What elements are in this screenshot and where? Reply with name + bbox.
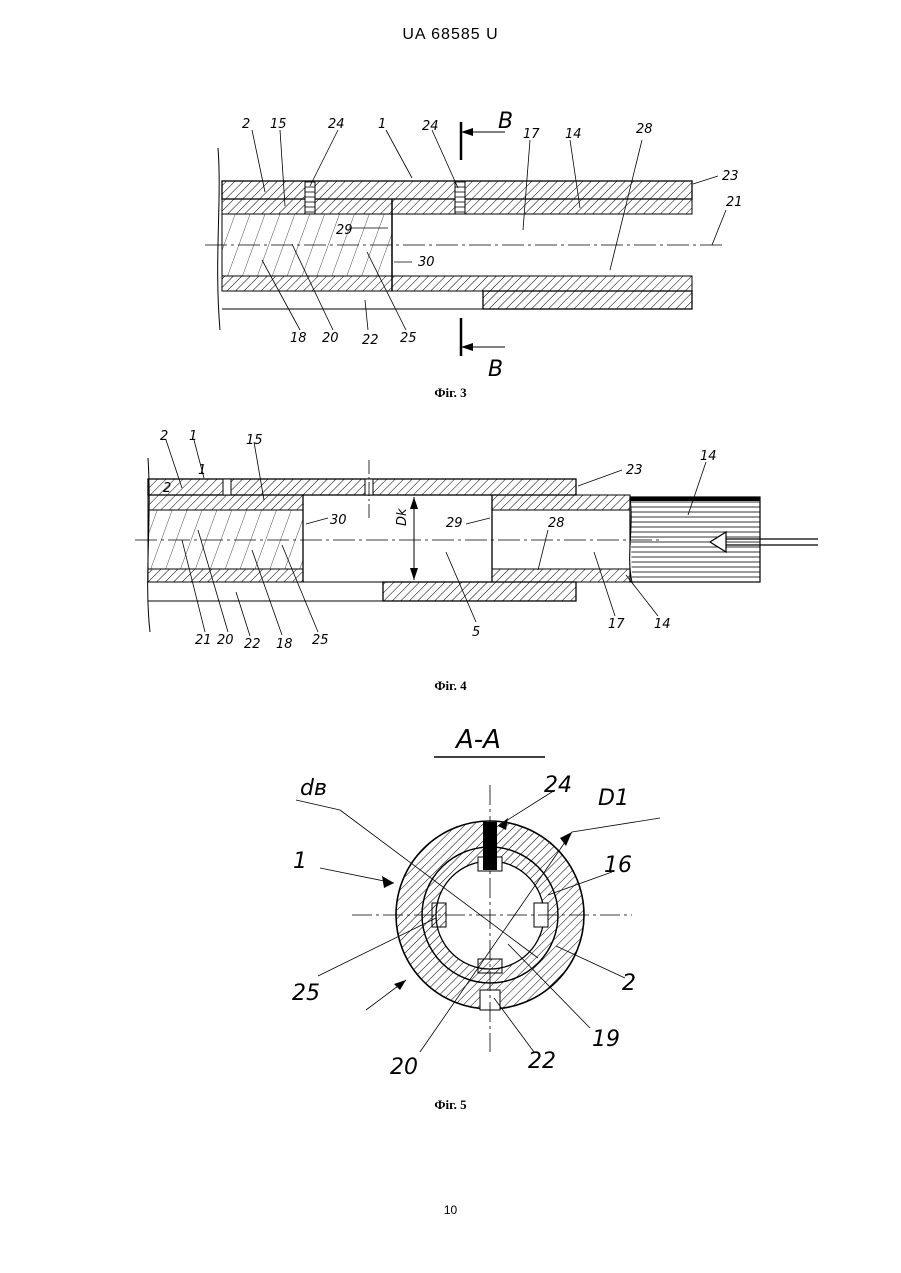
fig4-label: 22 — [244, 637, 261, 652]
fig4-label: 14 — [700, 449, 717, 464]
fig5-label: 1 — [293, 849, 307, 874]
fig3-label: 22 — [362, 333, 379, 348]
fig3-label: 28 — [636, 122, 653, 137]
fig3-label: 18 — [290, 331, 307, 346]
fig5-label: 20 — [390, 1055, 418, 1080]
fig4-label: 18 — [276, 637, 293, 652]
fig5-label: 2 — [622, 971, 636, 996]
fig5-label: 24 — [544, 773, 572, 798]
fig4-label: 25 — [312, 633, 329, 648]
fig3-label: 15 — [270, 117, 287, 132]
figure-4-caption: Фіг. 4 — [0, 678, 901, 694]
fig4-label: 30 — [330, 513, 347, 528]
fig3-label: 17 — [523, 127, 540, 142]
fig4-label: 2 — [160, 429, 168, 444]
fig3-label: 1 — [378, 117, 386, 132]
fig4-label: 28 — [548, 516, 565, 531]
page-number: 10 — [0, 1203, 901, 1217]
fig4-label: 20 — [217, 633, 234, 648]
fig5-label: 16 — [604, 853, 632, 878]
fig4-label: 23 — [626, 463, 643, 478]
fig4-label: 1 — [198, 463, 206, 478]
fig3-label: 25 — [400, 331, 417, 346]
fig3-tube — [205, 122, 726, 356]
fig4-label: 21 — [195, 633, 212, 648]
fig4-label: 14 — [654, 617, 671, 632]
fig4-label: 5 — [472, 625, 480, 640]
fig3-label: 20 — [322, 331, 339, 346]
fig4-label: 17 — [608, 617, 625, 632]
fig5-dimension-outer: D1 — [598, 786, 629, 811]
fig3-label: 2 — [242, 117, 250, 132]
figure-3-caption: Фіг. 3 — [0, 385, 901, 401]
fig4-tube — [135, 440, 818, 636]
fig3-label: 24 — [422, 119, 439, 134]
fig3-section-letter-bottom: B — [488, 357, 503, 382]
fig3-label: 30 — [418, 255, 435, 270]
fig5-label: 25 — [292, 981, 320, 1006]
fig5-dimension-inner: dв — [300, 776, 327, 801]
fig5-label: 19 — [592, 1027, 620, 1052]
fig3-section-letter-top: B — [498, 109, 513, 134]
fig4-label: 2 — [163, 481, 171, 496]
fig3-label: 29 — [336, 223, 353, 238]
fig4-label: 1 — [189, 429, 197, 444]
fig5-section-title: A-A — [454, 725, 501, 755]
fig5-label: 22 — [528, 1049, 556, 1074]
fig4-label: 15 — [246, 433, 263, 448]
fig4-label: 29 — [446, 516, 463, 531]
fig3-label: 14 — [565, 127, 582, 142]
fig3-label: 24 — [328, 117, 345, 132]
figure-5-caption: Фіг. 5 — [0, 1097, 901, 1113]
fig4-dimension-dk: Dk — [395, 508, 410, 526]
fig3-label: 23 — [722, 169, 739, 184]
fig3-label: 21 — [726, 195, 743, 210]
